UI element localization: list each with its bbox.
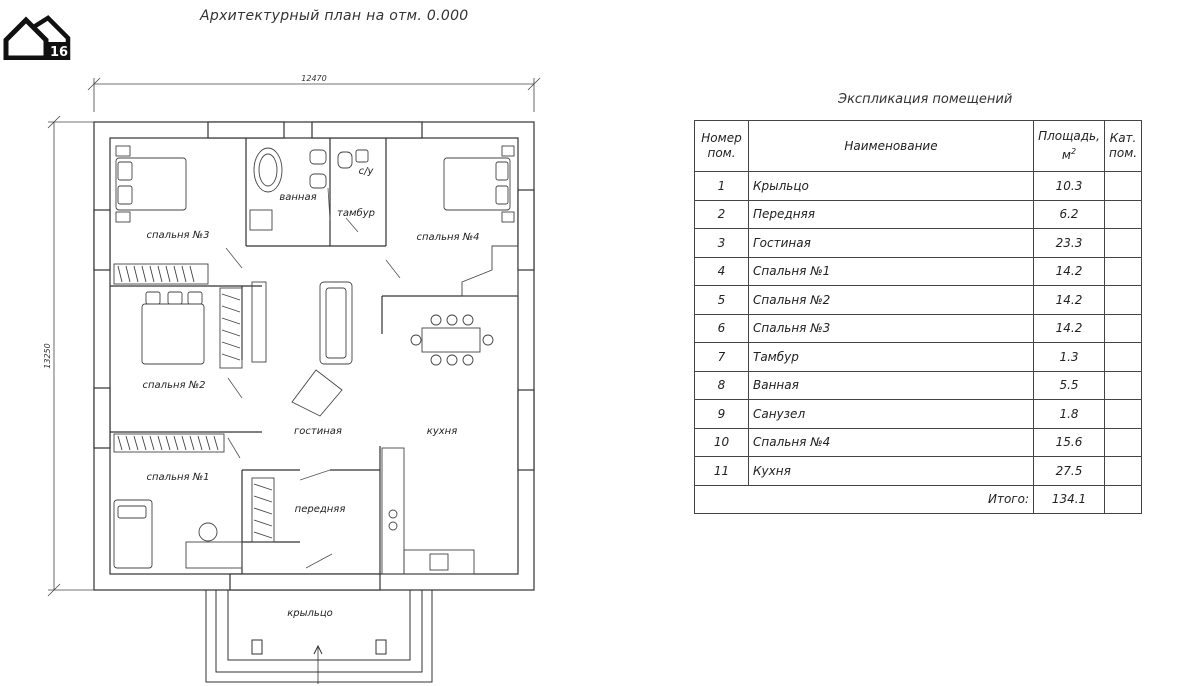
toilet-wc [337,151,353,169]
width-dimension-label: 12470 [301,74,326,83]
room-label-vestibule: тамбур [337,207,375,219]
header-area: Площадь, м2 [1033,120,1105,172]
header-category: Кат. пом. [1103,120,1143,172]
toilet-bathroom [309,149,327,165]
total-label: Итого: [694,484,1034,514]
room-label-hall: передняя [295,504,346,515]
total-row: Итого: 134.1 [694,484,1143,514]
armchair [291,369,343,417]
total-value: 134.1 [1033,484,1105,514]
room-label-kitchen: кухня [427,426,457,437]
room-label-wc: с/у [359,166,375,177]
explication-title: Экспликация помещений [838,92,1013,107]
sofa [319,281,353,365]
hall-wardrobe [251,477,275,543]
plan-title: Архитектурный план на отм. 0.000 [200,8,469,24]
logo-number: 16 [50,45,68,60]
dining-table [421,327,481,353]
explication-header-row: Номер пом. Наименование Площадь, м2 Кат.… [694,120,1143,172]
room-label-bedroom4: спальня №4 [417,232,480,243]
floor-plan: спальня №3 ванная с/у тамбур спальня №4 … [43,74,541,684]
bed-bedroom2 [141,303,205,365]
bed-bedroom1 [113,499,153,569]
room-label-bathroom: ванная [279,192,316,203]
house-logo-icon: 16 [3,15,71,60]
header-room-name: Наименование [748,120,1034,172]
room-label-bedroom1: спальня №1 [147,472,210,483]
explication-table: Номер пом. Наименование Площадь, м2 Кат.… [694,120,1143,514]
porch-outline [205,589,433,683]
bathtub [253,147,283,193]
desk [185,541,243,569]
bed-bedroom4 [443,157,511,211]
kitchen-counter [381,447,405,575]
room-label-bedroom3: спальня №3 [147,230,210,241]
room-label-living: гостиная [294,426,342,437]
tv-unit [251,281,267,363]
room-label-porch: крыльцо [287,608,333,619]
height-dimension-label: 13250 [43,343,52,368]
header-room-number: Номер пом. [694,120,749,172]
bed-bedroom3 [115,157,187,211]
room-label-bedroom2: спальня №2 [143,380,206,391]
